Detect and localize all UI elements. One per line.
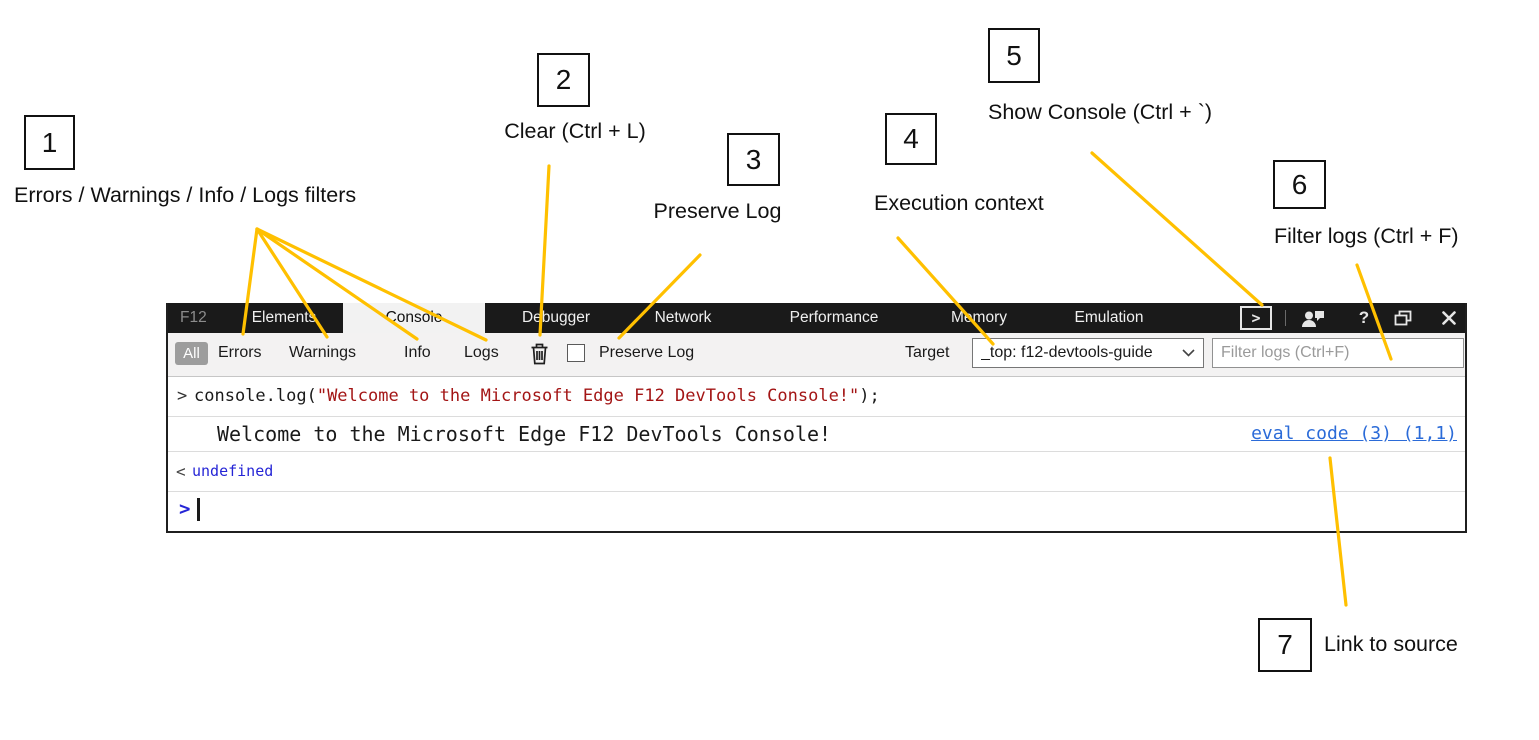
tab-emulation[interactable]: Emulation [1074,309,1144,326]
code-string-literal: "Welcome to the Microsoft Edge F12 DevTo… [316,386,860,406]
console-log-row: Welcome to the Microsoft Edge F12 DevToo… [168,417,1465,452]
filter-logs-input[interactable] [1212,338,1464,368]
devtools-window: F12 Elements Console Debugger Network Pe… [166,303,1467,533]
callout-number: 6 [1291,168,1308,200]
console-output-area: > console.log("Welcome to the Microsoft … [168,377,1465,531]
titlebar-separator [1285,310,1286,326]
result-chevron: < [176,462,186,481]
callout-number: 3 [745,143,762,175]
callout-line-5 [1090,151,1264,307]
close-icon[interactable] [1439,303,1459,333]
callout-box-3: 3 [727,133,780,186]
f12-menu-label[interactable]: F12 [180,309,207,326]
code-after: ); [859,386,880,406]
tab-network[interactable]: Network [654,309,712,326]
callout-label-4: Execution context [874,191,1044,215]
console-prompt-row[interactable]: > [168,492,1465,531]
callout-box-4: 4 [885,113,937,165]
preserve-log-checkbox[interactable] [567,344,585,362]
callout-box-6: 6 [1273,160,1326,209]
callout-label-2: Clear (Ctrl + L) [504,119,646,143]
console-result-row: < undefined [168,452,1465,492]
input-echo-chevron: > [177,386,188,406]
preserve-log-label[interactable]: Preserve Log [599,344,695,361]
tab-memory[interactable]: Memory [951,309,1007,326]
callout-label-5: Show Console (Ctrl + `) [988,100,1213,124]
console-input-echo-row: > console.log("Welcome to the Microsoft … [168,377,1465,417]
callout-box-7: 7 [1258,618,1312,672]
callout-number: 2 [555,64,572,95]
tab-console[interactable]: Console [343,303,485,333]
feedback-person-icon[interactable] [1296,303,1330,333]
callout-number: 7 [1277,629,1293,660]
devtools-titlebar: F12 Elements Console Debugger Network Pe… [168,303,1465,333]
callout-box-5: 5 [988,28,1040,83]
console-toolbar: All Errors Warnings Info Logs Preserve L… [168,333,1465,377]
source-link[interactable]: eval code (3) (1,1) [1251,423,1457,444]
dock-window-icon[interactable] [1390,303,1416,333]
execution-context-dropdown[interactable]: _top: f12-devtools-guide [972,338,1204,368]
text-caret [197,498,200,521]
filter-warnings-button[interactable]: Warnings [289,344,356,361]
callout-box-2: 2 [537,53,590,107]
tab-debugger[interactable]: Debugger [521,309,591,326]
tab-console-label: Console [385,309,443,326]
filter-all-button[interactable]: All [175,342,208,365]
callout-number: 1 [41,126,58,158]
console-launcher-icon[interactable]: > [1240,306,1272,330]
callout-label-1: Errors / Warnings / Info / Logs filters [14,183,357,207]
code-before: console.log( [194,386,317,406]
prompt-chevron: > [179,498,191,520]
input-echo-code: console.log("Welcome to the Microsoft Ed… [194,377,880,416]
callout-label-6: Filter logs (Ctrl + F) [1274,224,1459,248]
log-message: Welcome to the Microsoft Edge F12 DevToo… [217,422,832,446]
target-label: Target [905,344,950,361]
filter-errors-button[interactable]: Errors [218,344,262,361]
callout-label-7: Link to source [1324,632,1458,656]
callout-number: 4 [903,123,919,154]
result-value: undefined [192,462,274,480]
filter-logs-button[interactable]: Logs [464,344,499,361]
clear-trash-icon[interactable] [530,343,549,370]
chevron-down-icon [1182,349,1195,357]
callout-number: 5 [1006,39,1022,71]
filter-info-button[interactable]: Info [404,344,431,361]
callout-box-1: 1 [24,115,75,170]
help-icon[interactable]: ? [1358,308,1370,327]
execution-context-value: _top: f12-devtools-guide [981,344,1153,361]
tab-elements[interactable]: Elements [251,309,317,326]
callout-label-3: Preserve Log [653,199,782,223]
tab-performance[interactable]: Performance [789,309,879,326]
